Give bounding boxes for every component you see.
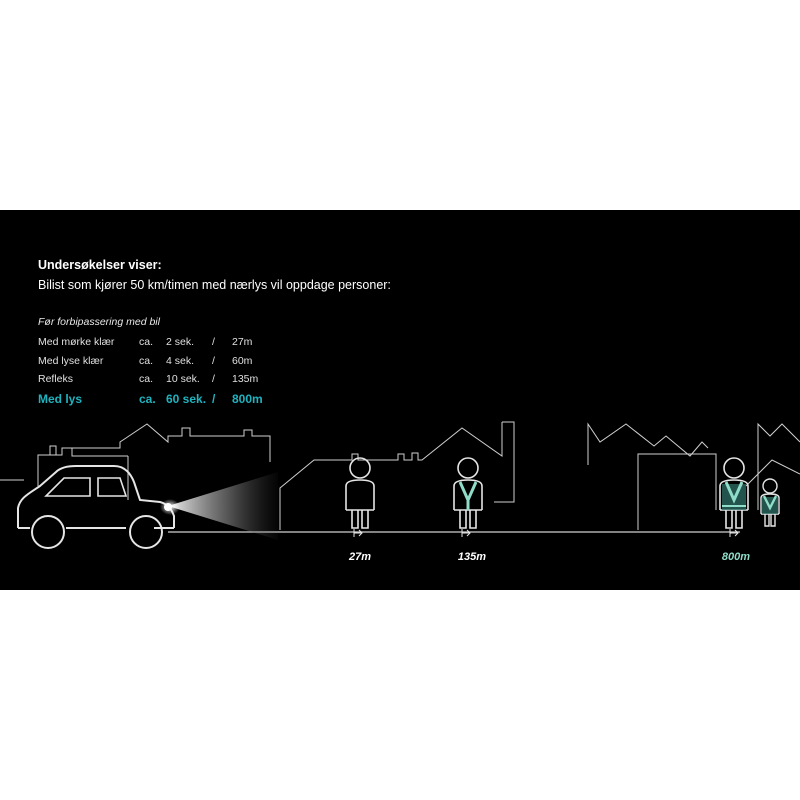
car-icon <box>17 465 175 549</box>
row-label: Med lys <box>38 391 83 406</box>
table-caption: Før forbipassering med bil <box>38 316 160 328</box>
headlight-beam <box>160 472 278 540</box>
row-seconds: 10 sek. <box>166 373 200 385</box>
row-seconds: 4 sek. <box>166 354 195 367</box>
person-with-light-icon <box>719 457 749 529</box>
subheading: Bilist som kjører 50 km/timen med nærlys… <box>38 278 391 292</box>
infographic-panel: Undersøkelser viser: Bilist som kjører 5… <box>0 210 800 590</box>
marker-27m <box>353 529 363 537</box>
row-approx: ca. <box>139 391 156 406</box>
row-approx: ca. <box>139 373 154 385</box>
person-reflector-icon <box>453 457 483 529</box>
row-label: Med lyse klær <box>38 354 104 367</box>
marker-800m <box>729 529 739 537</box>
row-separator: / <box>212 391 216 406</box>
table-row: Med mørke klær ca. 2 sek. / 27m <box>38 336 338 355</box>
visibility-table: Med mørke klær ca. 2 sek. / 27m Med lyse… <box>38 336 338 410</box>
row-label: Med mørke klær <box>38 336 115 348</box>
table-row: Med lyse klær ca. 4 sek. / 60m <box>38 355 338 374</box>
row-approx: ca. <box>139 336 154 348</box>
distance-label-27m: 27m <box>348 551 371 563</box>
house-silhouettes <box>0 421 800 530</box>
row-seconds: 2 sek. <box>166 336 195 348</box>
marker-135m <box>461 529 471 537</box>
table-row: Refleks ca. 10 sek. / 135m <box>38 373 338 392</box>
row-distance: 60m <box>232 354 253 367</box>
table-row-highlight: Med lys ca. 60 sek. / 800m <box>38 392 338 411</box>
distance-label-800m: 800m <box>722 551 750 563</box>
person-dark-clothes-icon <box>345 457 375 529</box>
row-separator: / <box>212 373 215 385</box>
row-separator: / <box>212 354 215 367</box>
row-seconds: 60 sek. <box>166 391 207 406</box>
row-label: Refleks <box>38 373 74 385</box>
row-distance: 27m <box>232 336 253 348</box>
distance-markers <box>353 529 739 537</box>
row-approx: ca. <box>139 354 154 367</box>
street-scene: 27m 135m 800m <box>0 421 800 563</box>
row-distance: 135m <box>232 373 259 385</box>
heading: Undersøkelser viser: <box>38 258 162 272</box>
row-separator: / <box>212 336 215 348</box>
distance-label-135m: 135m <box>458 551 486 563</box>
row-distance: 800m <box>232 391 263 406</box>
child-with-light-icon <box>760 478 780 527</box>
